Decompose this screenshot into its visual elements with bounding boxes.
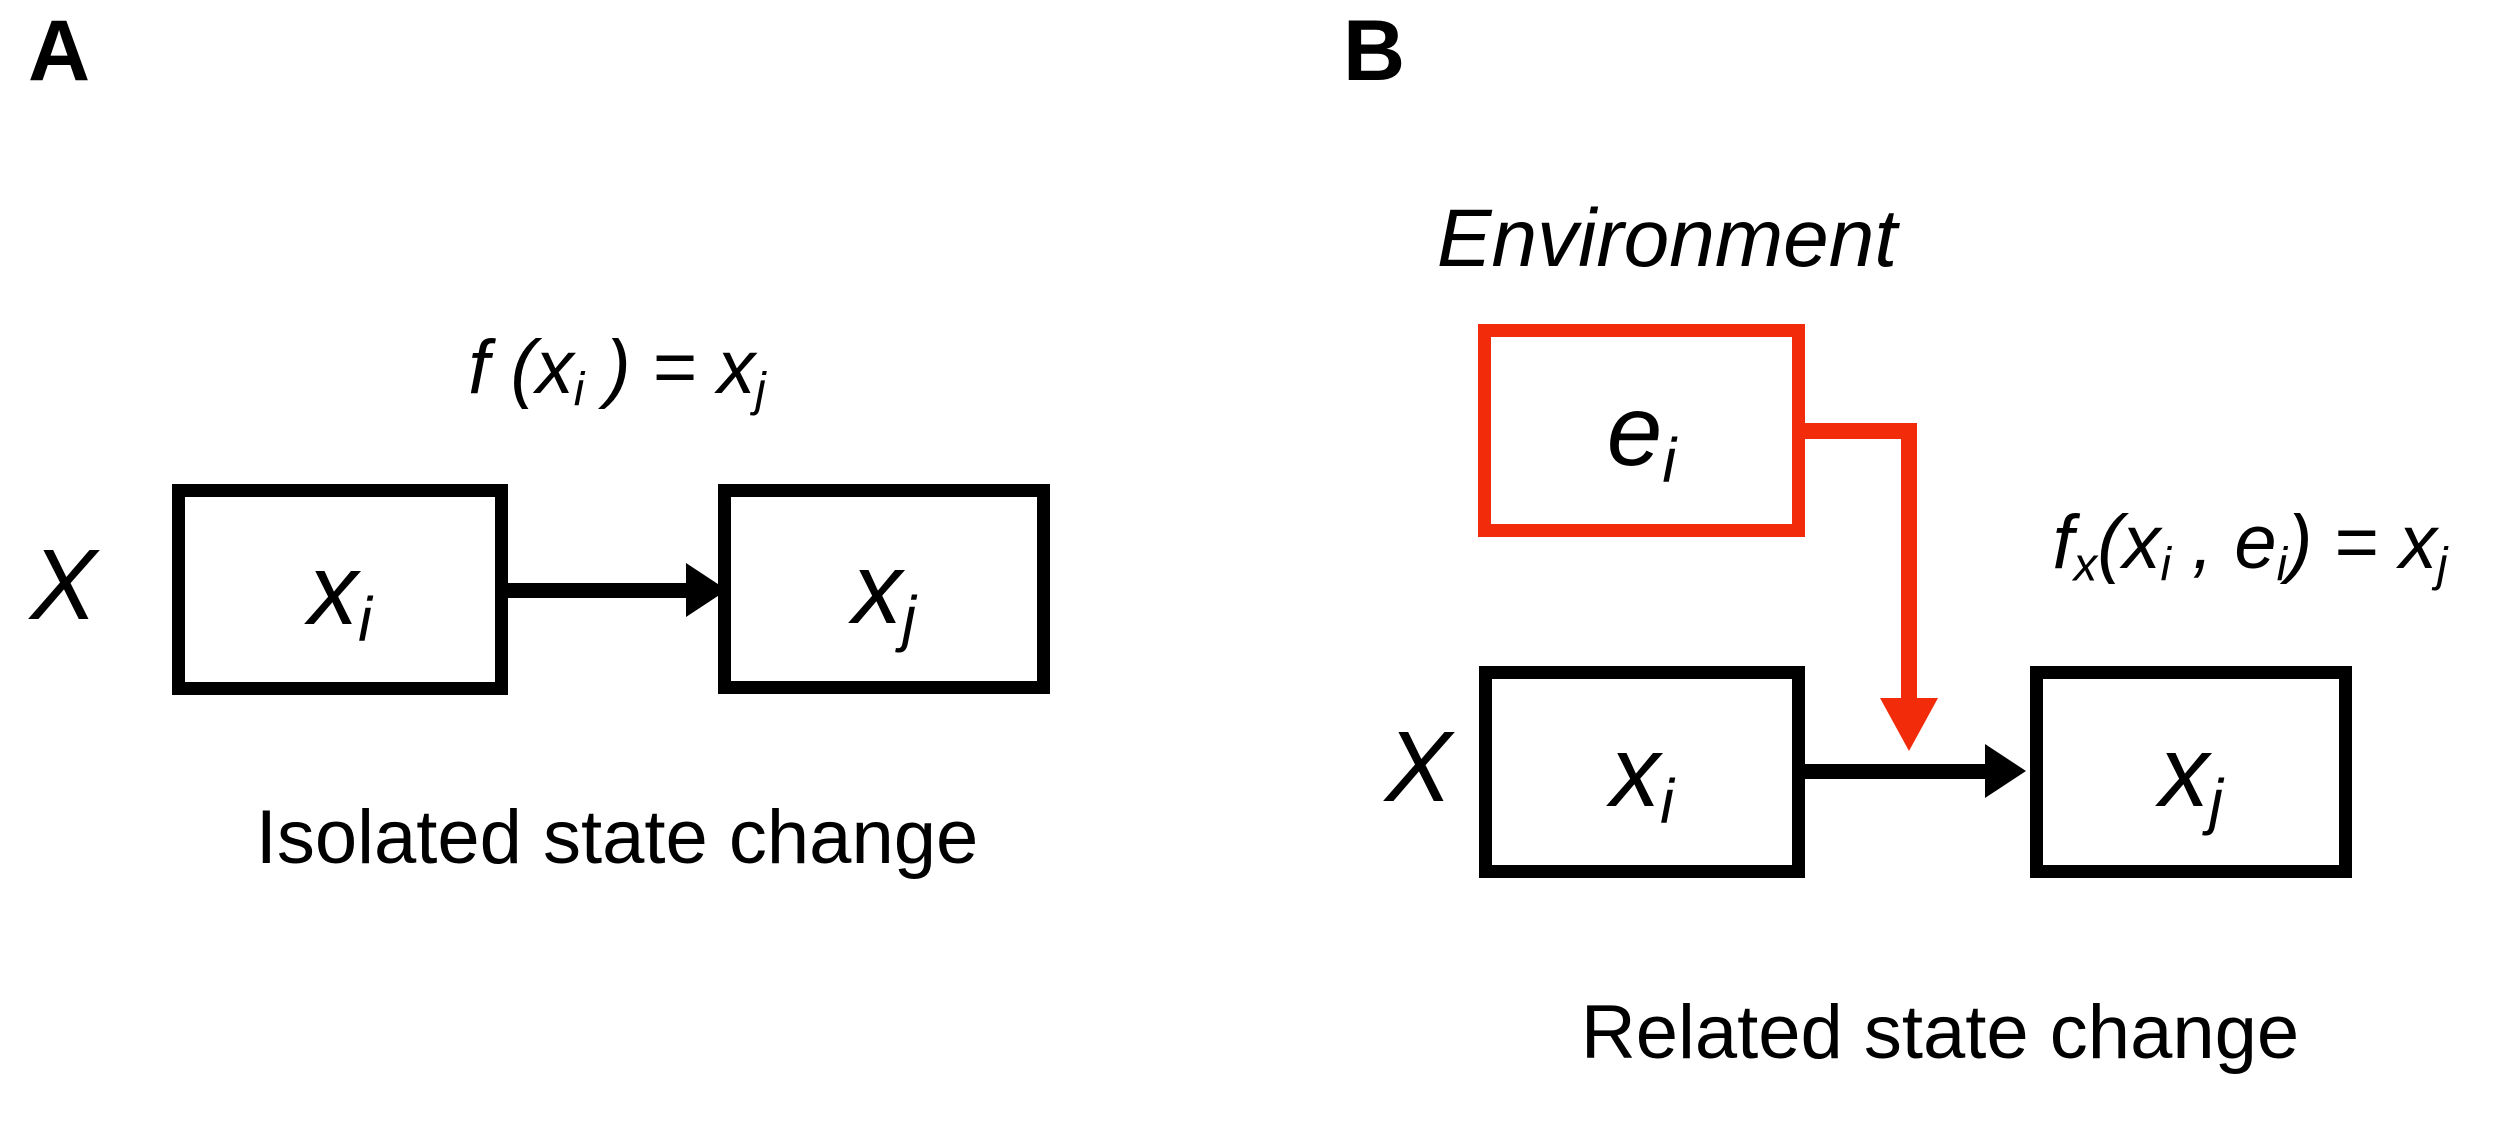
b-xi-sub: i [1660,767,1674,837]
panel-b-environment-box-ei-label: ei [1607,381,1676,492]
panel-b-state-box-xi: xi [1479,666,1805,878]
formula-b-open: (x [2097,500,2161,585]
panel-a-state-box-xi-label: xi [308,540,372,651]
formula-b-equals: ) = x [2287,500,2437,585]
b-xi-base: x [1610,716,1661,828]
panel-a-state-box-xj: xj [718,484,1050,694]
formula-a-subscript-i: i [573,362,585,416]
panel-b-formula: fx(xi , ei) = xj [1950,505,2496,588]
panel-b-env-arrowhead-icon [1880,698,1938,751]
panel-a-formula: f (xi ) = xj [377,330,857,413]
panel-b-state-box-xj: xj [2030,666,2352,878]
formula-b-subscript-i2: i [2276,537,2288,591]
panel-b-state-box-xj-label: xj [2159,722,2223,833]
formula-b-subscript-i1: i [2160,537,2171,591]
panel-b-env-connector-horizontal [1803,423,1917,439]
panel-b-label: B [1343,3,1406,99]
formula-b-comma-e: , e [2170,500,2277,585]
formula-b-subscript-j: j [2437,537,2448,591]
xj-base: x [852,533,903,645]
formula-a-equals: ) = x [584,325,756,410]
b-xj-sub: j [2209,767,2223,837]
panel-a-state-box-xj-label: xj [852,539,916,650]
panel-a-caption: Isolated state change [255,795,979,880]
xi-sub: i [358,585,372,655]
panel-a-transition-arrow-line [507,583,688,598]
panel-b-set-label: X [1385,711,1452,823]
panel-a-label: A [28,3,91,99]
formula-b-f: f [2052,500,2074,585]
xi-base: x [308,533,359,646]
panel-b-env-connector-vertical [1901,423,1917,700]
formula-a-subscript-j: j [755,362,766,416]
b-xj-base: x [2159,716,2210,828]
panel-b-state-box-xi-label: xi [1610,722,1674,833]
panel-b-transition-arrowhead-icon [1985,744,2026,798]
panel-b-caption: Related state change [1580,990,2300,1075]
panel-a-set-label: X [30,529,97,641]
panel-b-environment-box-ei: ei [1478,324,1805,537]
formula-a-term: f (x [468,325,574,410]
formula-b-subscript-x: x [2073,537,2098,591]
ei-sub: i [1662,426,1677,496]
panel-b-environment-label: Environment [1436,193,1898,284]
panel-b-transition-arrow-line [1803,764,1985,779]
ei-base: e [1606,374,1663,487]
panel-a-state-box-xi: xi [172,484,508,695]
xj-sub: j [902,584,916,654]
